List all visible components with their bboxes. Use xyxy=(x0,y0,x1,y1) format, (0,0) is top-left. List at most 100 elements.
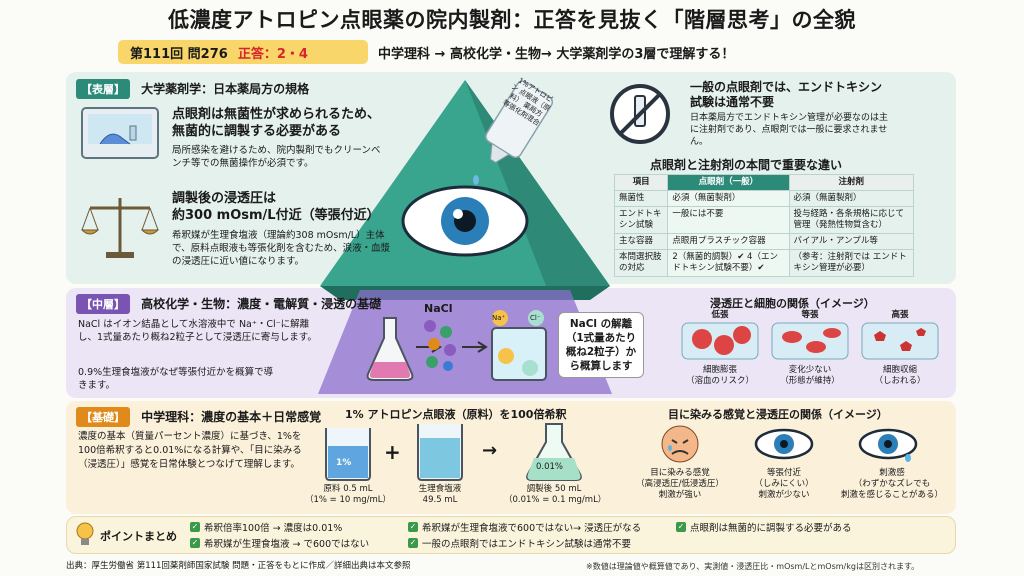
comparison-table: 項目 点眼剤（一般） 注射剤 無菌性必須（無菌製剤）必須（無菌製剤） エンドトキ… xyxy=(613,174,914,277)
clean-bench-icon xyxy=(81,107,159,159)
cell-caption: （溶血のリスク） xyxy=(685,376,754,386)
base-heading-text: 中学理科：濃度の基本＋日常感覚 xyxy=(141,410,322,424)
eye-caption: 刺激が少ない xyxy=(758,490,810,500)
caption-line: 調製後 50 mL xyxy=(526,484,582,494)
normal-cells-icon xyxy=(771,322,849,360)
summary-item: ✓ 希釈媒が生理食塩液 → で600ではない xyxy=(190,536,405,550)
table-cell: エンドトキシン試験 xyxy=(613,206,669,234)
endotoxin-title: 一般の点眼剤では、エンドトキシン試験は通常不要 xyxy=(690,80,883,109)
table-cell: 点眼用プラスチック容器 xyxy=(667,233,790,250)
table-row: 主な容器点眼用プラスチック容器バイアル・アンプル等 xyxy=(613,233,914,250)
summary-item: ✓ 希釈倍率100倍 → 濃度は0.01% xyxy=(190,520,405,534)
summary-col-2: ✓ 希釈媒が生理食塩液で600ではない→ 浸透圧がなる ✓一般の点眼剤ではエンドト… xyxy=(408,520,670,550)
sterile-title: 点眼剤は無菌性が求められるため、無菌的に調製する必要がある xyxy=(172,107,381,139)
base-panel xyxy=(66,401,956,514)
eye-caption: 刺激が強い xyxy=(658,490,702,500)
beaker-ions-icon xyxy=(491,310,547,381)
surface-heading: 【表層】 大学薬剤学：日本薬局方の規格 xyxy=(76,78,309,99)
summary-label: ポイントまとめ xyxy=(100,530,177,543)
middle-heading: 【中層】 高校化学・生物：濃度・電解質・浸透の基礎 xyxy=(76,293,381,314)
eye-caption: 目に染みる感覚 xyxy=(650,468,710,478)
flask-product-icon xyxy=(526,423,582,481)
cell-caption: 細胞膨張 xyxy=(702,365,737,375)
eye-irritated: 目に染みる感覚 （高浸透圧/低浸透圧） 刺激が強い xyxy=(630,424,730,501)
crying-face-icon xyxy=(661,425,699,463)
middle-text-2: 0.9%生理食塩液がなぜ等張付近かを概算で導きます。 xyxy=(78,367,274,391)
ion-cl-label: Cl⁻ xyxy=(530,314,541,322)
eye-drop-bottle-icon xyxy=(485,80,554,164)
lightbulb-icon xyxy=(76,522,94,545)
ions-icon xyxy=(424,320,456,371)
cell-caption: 変化少ない xyxy=(788,365,832,375)
table-header: 点眼剤（一般） xyxy=(667,174,790,191)
summary-item-text: 一般の点眼剤ではエンドトキシン試験は通常不要 xyxy=(422,539,632,550)
nacl-label: NaCl xyxy=(424,302,453,315)
eyes-row: 目に染みる感覚 （高浸透圧/低浸透圧） 刺激が強い 等張付近 （しみにくい） 刺… xyxy=(630,424,946,501)
cell-hypotonic: 低張 細胞膨張 （溶血のリスク） xyxy=(680,310,760,387)
table-cell: （参考：注射剤では エンドトキシン管理が必要） xyxy=(788,249,914,277)
base-text: 濃度の基本（質量パーセント濃度）に基づき、1%を100倍希釈すると0.01%にな… xyxy=(78,431,302,470)
ion-na-label: Na⁺ xyxy=(492,314,506,322)
table-cell: 必須（無菌製剤） xyxy=(788,190,914,207)
eyes-title: 目に染みる感覚と浸透圧の関係（イメージ） xyxy=(668,408,888,421)
plus-sign: + xyxy=(384,440,401,464)
summary-panel xyxy=(66,516,956,554)
dilution-title: 1% アトロピン点眼液（原料）を100倍希釈 xyxy=(345,408,567,421)
beaker-saline-caption: 生理食塩液 49.5 mL xyxy=(400,484,480,506)
eye-caption: （わずかなズレでも xyxy=(853,479,931,489)
cell-label: 低張 xyxy=(711,310,729,320)
exam-badge: 第111回 問276 正答：2・4 xyxy=(118,40,368,64)
osmolality-title: 調製後の浸透圧は 約300 mOsm/L付近（等張付近） xyxy=(172,190,392,224)
caption-line: （1% = 10 mg/mL） xyxy=(304,495,392,505)
shrunken-cells-icon xyxy=(861,322,939,360)
flask-icon xyxy=(366,317,414,381)
summary-item: ✓一般の点眼剤ではエンドトキシン試験は通常不要 xyxy=(408,536,670,550)
endotoxin-text: 日本薬局方でエンドトキシン管理が必要なのは主に注射剤であり、点眼剤では一般に要求… xyxy=(690,113,889,147)
balance-scale-icon xyxy=(80,198,160,258)
eye-caption: 刺激感 xyxy=(879,468,905,478)
check-icon: ✓ xyxy=(408,522,418,532)
check-icon: ✓ xyxy=(676,522,686,532)
calm-eye-icon xyxy=(754,428,814,460)
cell-label: 等張 xyxy=(801,310,819,320)
base-heading: 【基礎】 中学理科：濃度の基本＋日常感覚 xyxy=(76,406,321,427)
eye-isotonic: 等張付近 （しみにくい） 刺激が少ない xyxy=(734,424,834,501)
table-cell: 必須（無菌製剤） xyxy=(667,190,790,207)
comparison-table-title: 点眼剤と注射剤の本間で重要な違い xyxy=(650,158,843,172)
table-cell: 本問選択肢の対応 xyxy=(613,249,669,277)
eye-caption: 刺激を感じることがある） xyxy=(840,490,943,500)
surface-tag: 【表層】 xyxy=(76,79,130,99)
teary-eye-icon xyxy=(858,428,918,462)
check-icon: ✓ xyxy=(190,522,200,532)
check-icon: ✓ xyxy=(190,538,200,548)
flask-product-caption: 調製後 50 mL （0.01% = 0.1 mg/mL） xyxy=(504,484,606,506)
swollen-cells-icon xyxy=(681,322,759,360)
eye-caption: 等張付近 xyxy=(766,468,801,478)
beaker-stock-icon xyxy=(325,428,371,481)
summary-item-text: 希釈媒が生理食塩液 → で600ではない xyxy=(204,539,370,550)
cell-caption: （しおれる） xyxy=(874,376,926,386)
cell-hypertonic: 高張 細胞収縮 （しおれる） xyxy=(860,310,940,387)
exam-answer: 正答：2・4 xyxy=(237,46,308,62)
table-header: 項目 xyxy=(613,174,669,191)
caption-line: 原料 0.5 mL xyxy=(323,484,373,494)
beaker-saline-icon xyxy=(417,424,463,481)
cell-label: 高張 xyxy=(891,310,909,320)
table-header: 注射剤 xyxy=(788,174,914,191)
middle-heading-text: 高校化学・生物：濃度・電解質・浸透の基礎 xyxy=(141,297,382,311)
table-cell: 投与経路・各条規格に応じて管理（発熱性物質含む） xyxy=(788,206,914,234)
cells-row: 低張 細胞膨張 （溶血のリスク） 等張 変化少ない （形態が維持） 高張 細胞収… xyxy=(680,310,940,387)
table-cell: バイアル・アンプル等 xyxy=(788,233,914,250)
cell-isotonic: 等張 変化少ない （形態が維持） xyxy=(770,310,850,387)
surface-heading-text: 大学薬剤学：日本薬局方の規格 xyxy=(141,82,310,96)
summary-item-text: 希釈倍率100倍 → 濃度は0.01% xyxy=(204,523,343,534)
osmolality-text: 希釈媒が生理食塩液（理論約308 mOsm/L）主体で、原料点眼液も等張化剤を含… xyxy=(172,230,391,267)
beaker-stock-caption: 原料 0.5 mL （1% = 10 mg/mL） xyxy=(300,484,396,506)
summary-item-text: 希釈媒が生理食塩液で600ではない→ 浸透圧がなる xyxy=(422,523,642,534)
middle-text-1: NaCl はイオン結晶として水溶液中で Na⁺・Cl⁻に解離し、1式量あたり概ね… xyxy=(78,319,317,343)
drop-icon xyxy=(473,175,479,185)
osmolality-title-line1: 調製後の浸透圧は xyxy=(172,191,277,206)
table-row: エンドトキシン試験一般には不要投与経路・各条規格に応じて管理（発熱性物質含む） xyxy=(613,206,914,234)
sterile-text: 局所感染を避けるため、院内製剤でもクリーンベンチ等での無菌操作が必須です。 xyxy=(172,145,381,169)
